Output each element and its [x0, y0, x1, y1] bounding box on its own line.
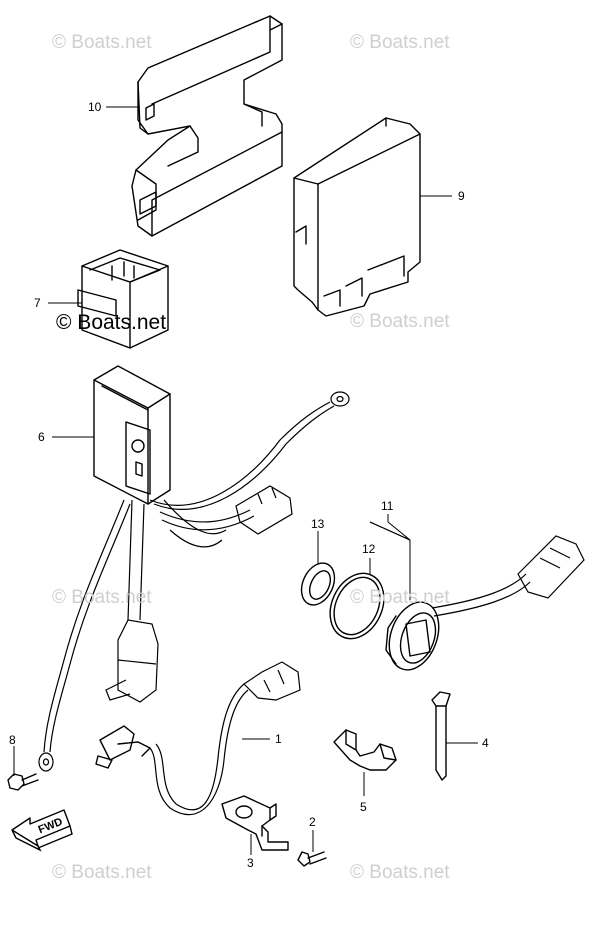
callout-9[interactable]: 9	[458, 189, 465, 203]
callout-7[interactable]: 7	[34, 296, 41, 310]
part-6-harness	[38, 391, 350, 772]
part-1-harness	[149, 661, 301, 815]
part-1-sensor[interactable]	[95, 725, 151, 769]
fwd-arrow-icon	[11, 809, 73, 852]
leader-11-b	[369, 521, 411, 541]
callout-6[interactable]: 6	[38, 430, 45, 444]
callout-8[interactable]: 8	[9, 733, 16, 747]
watermark: © Boats.net	[350, 862, 450, 883]
callout-5[interactable]: 5	[360, 800, 367, 814]
part-7-relay[interactable]	[77, 249, 169, 349]
callout-1[interactable]: 1	[275, 732, 282, 746]
watermark: © Boats.net	[350, 311, 450, 332]
part-10-cover[interactable]	[131, 15, 283, 237]
part-8-bolt[interactable]	[7, 773, 39, 791]
callout-12[interactable]: 12	[362, 542, 376, 556]
part-4-cable-tie[interactable]	[431, 691, 451, 781]
watermark-featured: © Boats.net	[56, 311, 167, 334]
callout-4[interactable]: 4	[482, 736, 489, 750]
watermark: © Boats.net	[52, 587, 152, 608]
watermark: © Boats.net	[350, 32, 450, 53]
part-2-screw[interactable]	[297, 851, 327, 867]
callout-13[interactable]: 13	[311, 517, 325, 531]
callout-2[interactable]: 2	[309, 815, 316, 829]
part-3-bracket[interactable]	[221, 795, 289, 851]
callout-10[interactable]: 10	[88, 100, 102, 114]
part-13-ring[interactable]	[295, 558, 341, 611]
part-11-socket[interactable]	[380, 595, 447, 677]
part-12-o-ring[interactable]	[320, 565, 394, 648]
watermark: © Boats.net	[52, 32, 152, 53]
part-11-harness	[431, 535, 585, 617]
part-6-cdi-unit[interactable]	[93, 365, 171, 505]
watermark: © Boats.net	[52, 862, 152, 883]
part-5-clamp[interactable]	[333, 729, 397, 771]
watermark: © Boats.net	[350, 587, 450, 608]
callout-3[interactable]: 3	[247, 856, 254, 870]
leader-lines	[13, 106, 478, 855]
callout-11[interactable]: 11	[381, 499, 394, 513]
part-9-ecu[interactable]	[293, 117, 421, 317]
